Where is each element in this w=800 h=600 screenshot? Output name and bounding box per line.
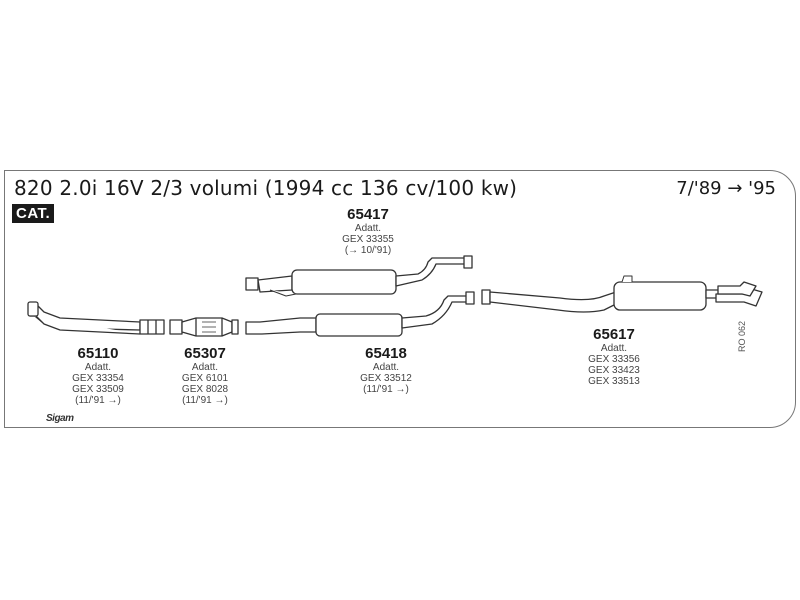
part-note: Adatt.: [191, 362, 219, 373]
part-note: GEX 6101: [181, 373, 229, 384]
part-note: Adatt.: [84, 362, 112, 373]
part-note: (11/'91 →): [182, 395, 228, 406]
catalytic-converter-65307: [169, 317, 239, 337]
part-note: (11/'91 →): [363, 384, 409, 395]
part-note: GEX 33354: [72, 373, 124, 384]
part-number: 65417: [347, 206, 389, 223]
downpipe-65110: [27, 301, 165, 335]
part-label-65417: 65417 Adatt. GEX 33355 (→ 10/'91): [328, 206, 408, 256]
part-number: 65418: [365, 345, 407, 362]
part-label-65418: 65418 Adatt. GEX 33512 (11/'91 →): [346, 345, 426, 395]
part-note: GEX 33423: [588, 365, 640, 376]
part-note: GEX 8028: [181, 384, 229, 395]
part-label-65307: 65307 Adatt. GEX 6101 GEX 8028 (11/'91 →…: [170, 345, 240, 406]
rear-silencer-65617: [481, 275, 763, 313]
part-note: Adatt.: [600, 343, 628, 354]
part-label-65617: 65617 Adatt. GEX 33356 GEX 33423 GEX 335…: [576, 326, 652, 387]
part-note: Adatt.: [372, 362, 400, 373]
part-note: GEX 33509: [72, 384, 124, 395]
part-label-65110: 65110 Adatt. GEX 33354 GEX 33509 (11/'91…: [66, 345, 130, 406]
part-number: 65617: [593, 326, 635, 343]
part-note: GEX 33356: [588, 354, 640, 365]
part-note: GEX 33512: [360, 373, 412, 384]
part-note: GEX 33355: [342, 234, 394, 245]
year-range: 7/'89 → '95: [676, 178, 776, 199]
page-title: 820 2.0i 16V 2/3 volumi (1994 cc 136 cv/…: [14, 176, 518, 200]
part-number: 65110: [77, 345, 119, 362]
part-note: (11/'91 →): [75, 395, 121, 406]
side-code: RO 062: [737, 320, 747, 352]
part-note: GEX 33513: [588, 376, 640, 387]
part-note: (→ 10/'91): [344, 245, 392, 256]
middle-silencer-65417: [245, 255, 473, 297]
part-number: 65307: [184, 345, 226, 362]
cat-badge: CAT.: [12, 204, 55, 223]
middle-silencer-65418: [245, 291, 475, 337]
part-note: Adatt.: [354, 223, 382, 234]
brand-logo: Sigam: [46, 413, 74, 424]
